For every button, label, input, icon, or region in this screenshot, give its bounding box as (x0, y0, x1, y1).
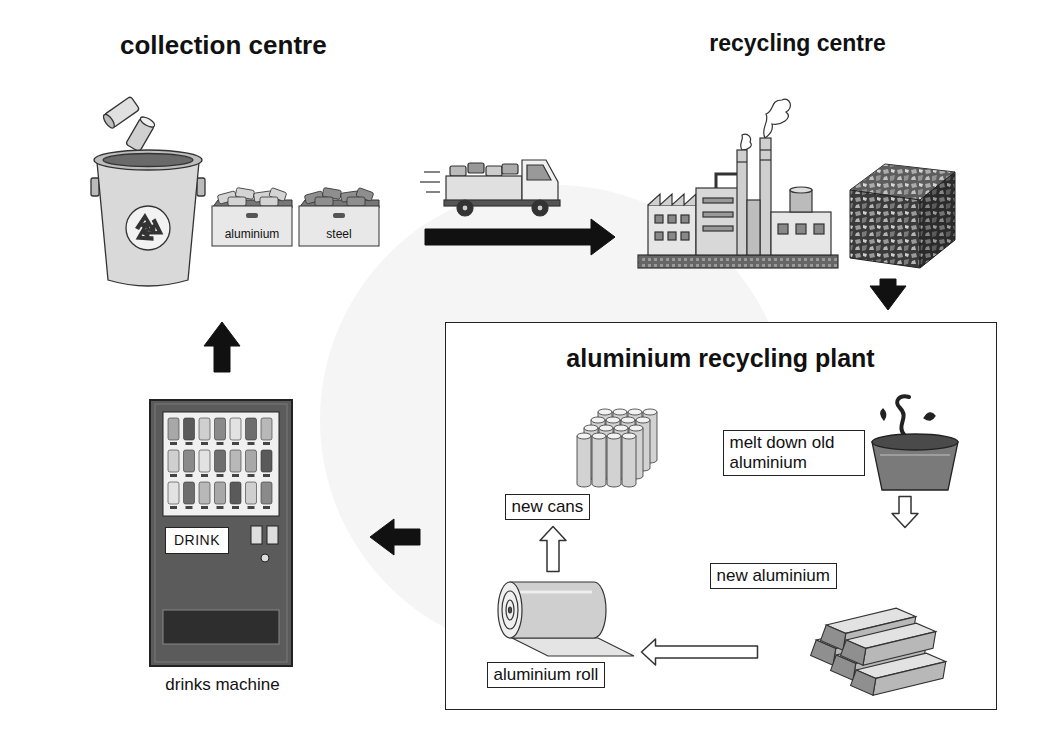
melting-pot (872, 396, 958, 490)
stage-heading: collection centre (120, 30, 327, 61)
ingot-stack (811, 608, 946, 695)
step-label: new cans (505, 494, 591, 520)
process-arrow (892, 497, 918, 528)
machine-caption: drinks machine (145, 675, 300, 695)
stage-heading: recycling centre (635, 30, 960, 58)
plant-ground (445, 322, 997, 710)
box-label: steel (297, 227, 381, 241)
plant-heading: aluminium recycling plant (446, 343, 995, 373)
collection-area: collection centre aluminiumsteel (90, 25, 390, 290)
process-arrow (540, 527, 566, 572)
process-step: new aluminium (760, 530, 955, 685)
aluminium-roll (498, 582, 634, 656)
drinks-machine: DRINK drinks machine (145, 398, 300, 705)
process-step: aluminium roll (480, 575, 640, 695)
process-step: melt down old aluminium (720, 400, 965, 495)
step-label: aluminium roll (487, 662, 606, 688)
step-label: melt down old aluminium (723, 430, 865, 477)
flow-arrow (204, 322, 240, 372)
flow-arrow (425, 219, 615, 255)
step-label: new aluminium (710, 563, 837, 589)
plant-box: aluminium recycling plant melt down old a… (445, 322, 997, 710)
box-label: aluminium (210, 227, 294, 241)
truck (420, 160, 560, 216)
crushed-bale (850, 164, 955, 268)
can-pack (577, 409, 657, 487)
flow-arrow (370, 519, 420, 555)
factory (638, 99, 838, 268)
process-step: new cans (500, 412, 665, 524)
storage-box: aluminium (210, 186, 294, 248)
storage-box: steel (297, 186, 381, 248)
flow-arrow (870, 279, 906, 310)
recycling-bin (91, 96, 205, 286)
process-arrow (642, 639, 758, 665)
machine-sign: DRINK (165, 527, 229, 554)
recycling-area: recycling centre (635, 25, 960, 273)
